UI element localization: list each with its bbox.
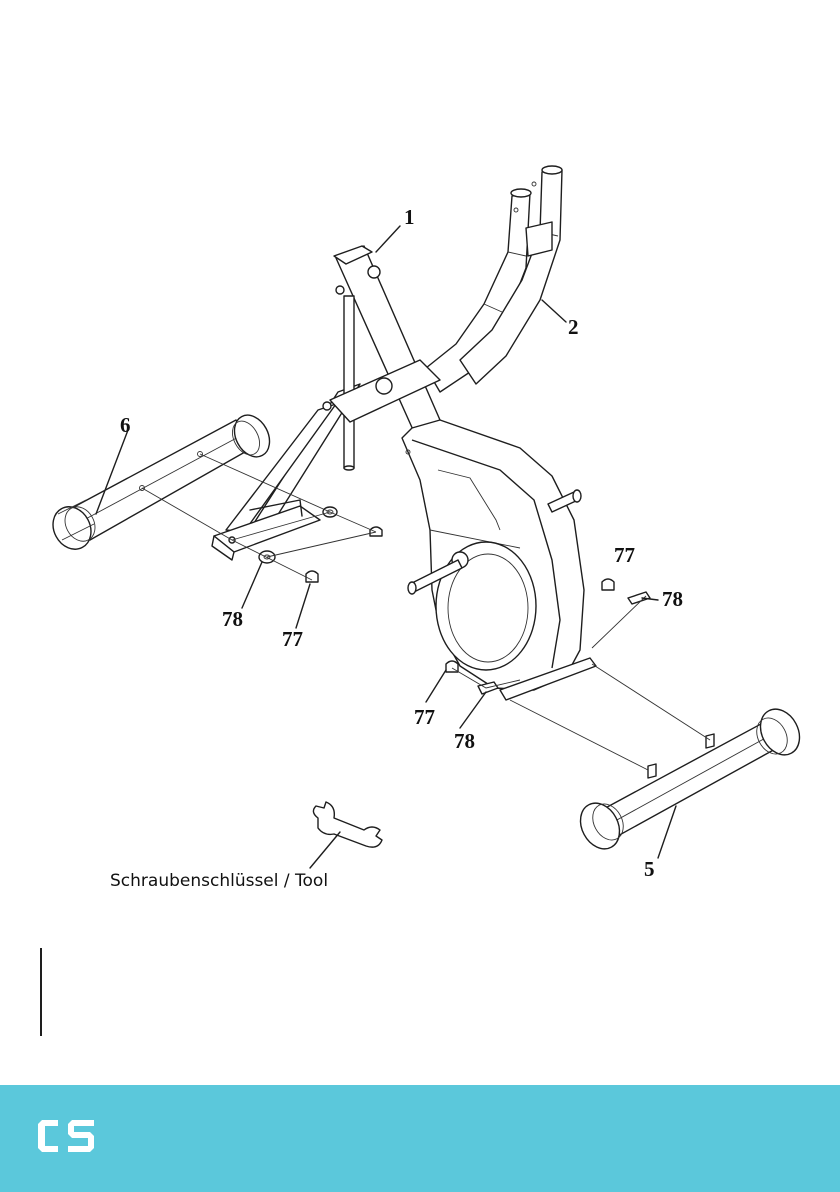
brand-logo-icon	[36, 1116, 98, 1156]
callout-part-77-right: 77	[614, 543, 635, 567]
callout-part-78-right: 78	[662, 587, 683, 611]
callout-part-2: 2	[568, 315, 579, 339]
margin-rule	[40, 948, 42, 1036]
callout-part-77-left: 77	[282, 627, 303, 651]
footer-band	[0, 1085, 840, 1192]
flywheel-housing	[402, 420, 596, 700]
callout-part-5: 5	[644, 857, 655, 881]
rear-stabilizer-part-5	[573, 702, 807, 855]
exploded-assembly-diagram: 1 2 6 78 77 77 78 77 78 5 Schraubenschlü…	[0, 0, 840, 1085]
callout-part-78-center: 78	[454, 729, 475, 753]
handlebar-frame-part-2	[426, 166, 562, 392]
callout-part-1: 1	[404, 205, 415, 229]
tool-label: Schraubenschlüssel / Tool	[110, 871, 328, 891]
callout-part-78-left: 78	[222, 607, 243, 631]
callout-part-6: 6	[120, 413, 131, 437]
callout-part-77-center: 77	[414, 705, 435, 729]
wrench-icon	[313, 802, 382, 847]
